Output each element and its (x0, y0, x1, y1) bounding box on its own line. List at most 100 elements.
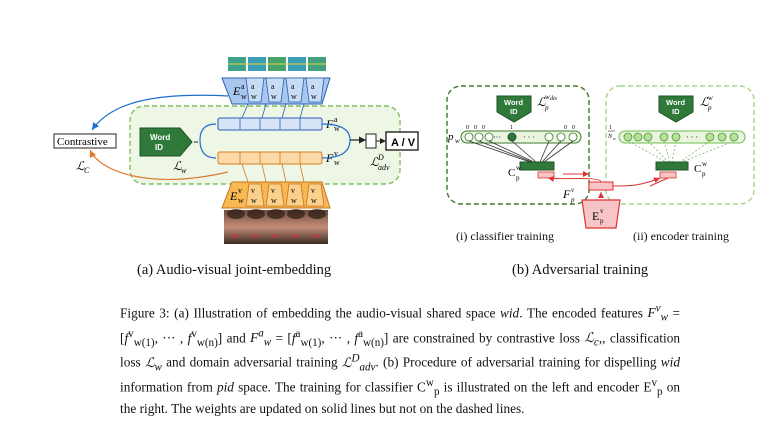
svg-text:E: E (232, 84, 241, 98)
svg-text:w: w (251, 92, 257, 101)
classifier-bar-i (519, 161, 555, 171)
svg-text:ℒ: ℒ (173, 159, 182, 173)
svg-text:C: C (84, 166, 90, 175)
svg-text:v: v (571, 186, 575, 194)
svg-text:v: v (291, 186, 295, 195)
svg-text:w: w (181, 166, 187, 175)
svg-text:· · ·: · · · (523, 133, 535, 142)
svg-text:ℒ: ℒ (76, 159, 85, 173)
lip-video-frames (224, 209, 328, 244)
svg-text:E: E (229, 189, 238, 203)
caption-pid: pid (216, 379, 234, 395)
encoder-training-box (605, 85, 755, 205)
svg-text:w: w (334, 124, 340, 133)
svg-text:v: v (271, 186, 275, 195)
audio-encoder: E a w aw aw aw aw (221, 77, 331, 105)
svg-text:0: 0 (564, 125, 567, 131)
svg-text:ℒ: ℒ (370, 155, 379, 169)
svg-text:Word: Word (504, 98, 523, 107)
svg-text:a: a (291, 82, 295, 91)
spectrogram-frames (228, 57, 326, 71)
caption-text-11: on the right. The weights are updated on… (120, 379, 681, 416)
svg-text:ℒ: ℒ (537, 95, 546, 109)
svg-text:a: a (334, 115, 338, 124)
svg-text:Word: Word (666, 98, 685, 107)
svg-text:a: a (311, 82, 315, 91)
svg-text:E: E (592, 209, 599, 223)
svg-text:0: 0 (474, 125, 477, 131)
svg-text:···: ··· (493, 133, 501, 142)
word-id-classifier-left: Word ID (139, 127, 193, 157)
svg-text:w: w (241, 92, 247, 101)
caption-wid-1: wid (499, 305, 520, 321)
svg-text:a: a (241, 82, 245, 91)
svg-text:w: w (516, 164, 522, 172)
svg-text:v: v (251, 186, 255, 195)
svg-text:p: p (702, 170, 706, 178)
svg-text:w: w (271, 196, 277, 205)
encoder-training-label: (ii) encoder training (633, 229, 729, 243)
svg-text:A / V: A / V (391, 137, 416, 149)
svg-text:w: w (251, 196, 257, 205)
svg-text:a: a (251, 82, 255, 91)
caption-text-5: , classification loss (120, 330, 680, 370)
svg-text:Contrastive: Contrastive (57, 136, 108, 148)
svg-text:ID: ID (672, 107, 680, 116)
svg-text:w: w (702, 160, 708, 168)
audio-feature-bar (217, 103, 323, 131)
svg-text:p: p (516, 174, 520, 182)
svg-text:a: a (271, 82, 275, 91)
svg-text:1: 1 (510, 125, 513, 131)
svg-text:p: p (447, 131, 454, 143)
svg-text:w: w (291, 92, 297, 101)
svg-text:C: C (694, 163, 701, 175)
subcaption-b: (b) Adversarial training (512, 262, 649, 278)
svg-text:w: w (455, 137, 460, 145)
word-id-classifier-ii: Word ID (658, 95, 694, 123)
svg-text:adv: adv (378, 163, 390, 172)
svg-text:v: v (238, 186, 242, 195)
svg-text:p: p (570, 196, 575, 204)
svg-text:F: F (562, 187, 571, 201)
caption-text-10: is illustrated on the left and encoder (439, 379, 644, 395)
caption-text-9: space. The training for classifier (233, 379, 418, 395)
svg-text:w: w (334, 158, 340, 167)
svg-text:p: p (707, 104, 712, 112)
svg-text:w: w (613, 136, 616, 141)
classifier-training-label: (i) classifier training (456, 229, 554, 243)
caption-text-7: . (b) Procedure of adversarial training … (375, 354, 661, 370)
svg-text:v: v (600, 207, 604, 215)
caption-text-3: and (222, 330, 251, 346)
svg-text:Word: Word (150, 133, 170, 142)
svg-text:D: D (377, 153, 384, 162)
svg-text:1: 1 (609, 125, 612, 131)
svg-text:v: v (334, 149, 338, 158)
svg-text:w: w (311, 92, 317, 101)
svg-text:ID: ID (155, 143, 163, 152)
svg-text:0: 0 (572, 125, 575, 131)
classifier-bar-ii (655, 161, 689, 171)
svg-text:p: p (600, 217, 604, 225)
svg-text:w: w (238, 196, 244, 205)
svg-text:p: p (544, 104, 549, 112)
caption-text-1: Figure 3: (a) Illustration of embedding … (120, 305, 500, 321)
word-id-classifier-i: Word ID (496, 95, 532, 123)
subcaption-a: (a) Audio-visual joint-embedding (137, 262, 332, 278)
svg-text:ℒ: ℒ (700, 95, 709, 109)
figure-diagram: E a w aw aw aw aw F aw F vw (53, 57, 755, 244)
caption-text-4: are constrained by contrastive loss (388, 330, 585, 346)
svg-text:w: w (311, 196, 317, 205)
figure-caption: Figure 3: (a) Illustration of embedding … (120, 303, 681, 416)
svg-text:w: w (708, 94, 713, 102)
caption-text-6: and domain adversarial training (161, 354, 342, 370)
svg-text:w: w (545, 93, 550, 101)
svg-text:w: w (291, 196, 297, 205)
svg-text:ID: ID (510, 107, 518, 116)
caption-text-2: . The encoded features (519, 305, 648, 321)
svg-text:w: w (271, 92, 277, 101)
svg-text:dis: dis (550, 96, 558, 102)
svg-text:v: v (311, 186, 315, 195)
svg-text:N: N (607, 134, 613, 140)
video-encoder: E vw vw vw vw vw (221, 181, 331, 209)
